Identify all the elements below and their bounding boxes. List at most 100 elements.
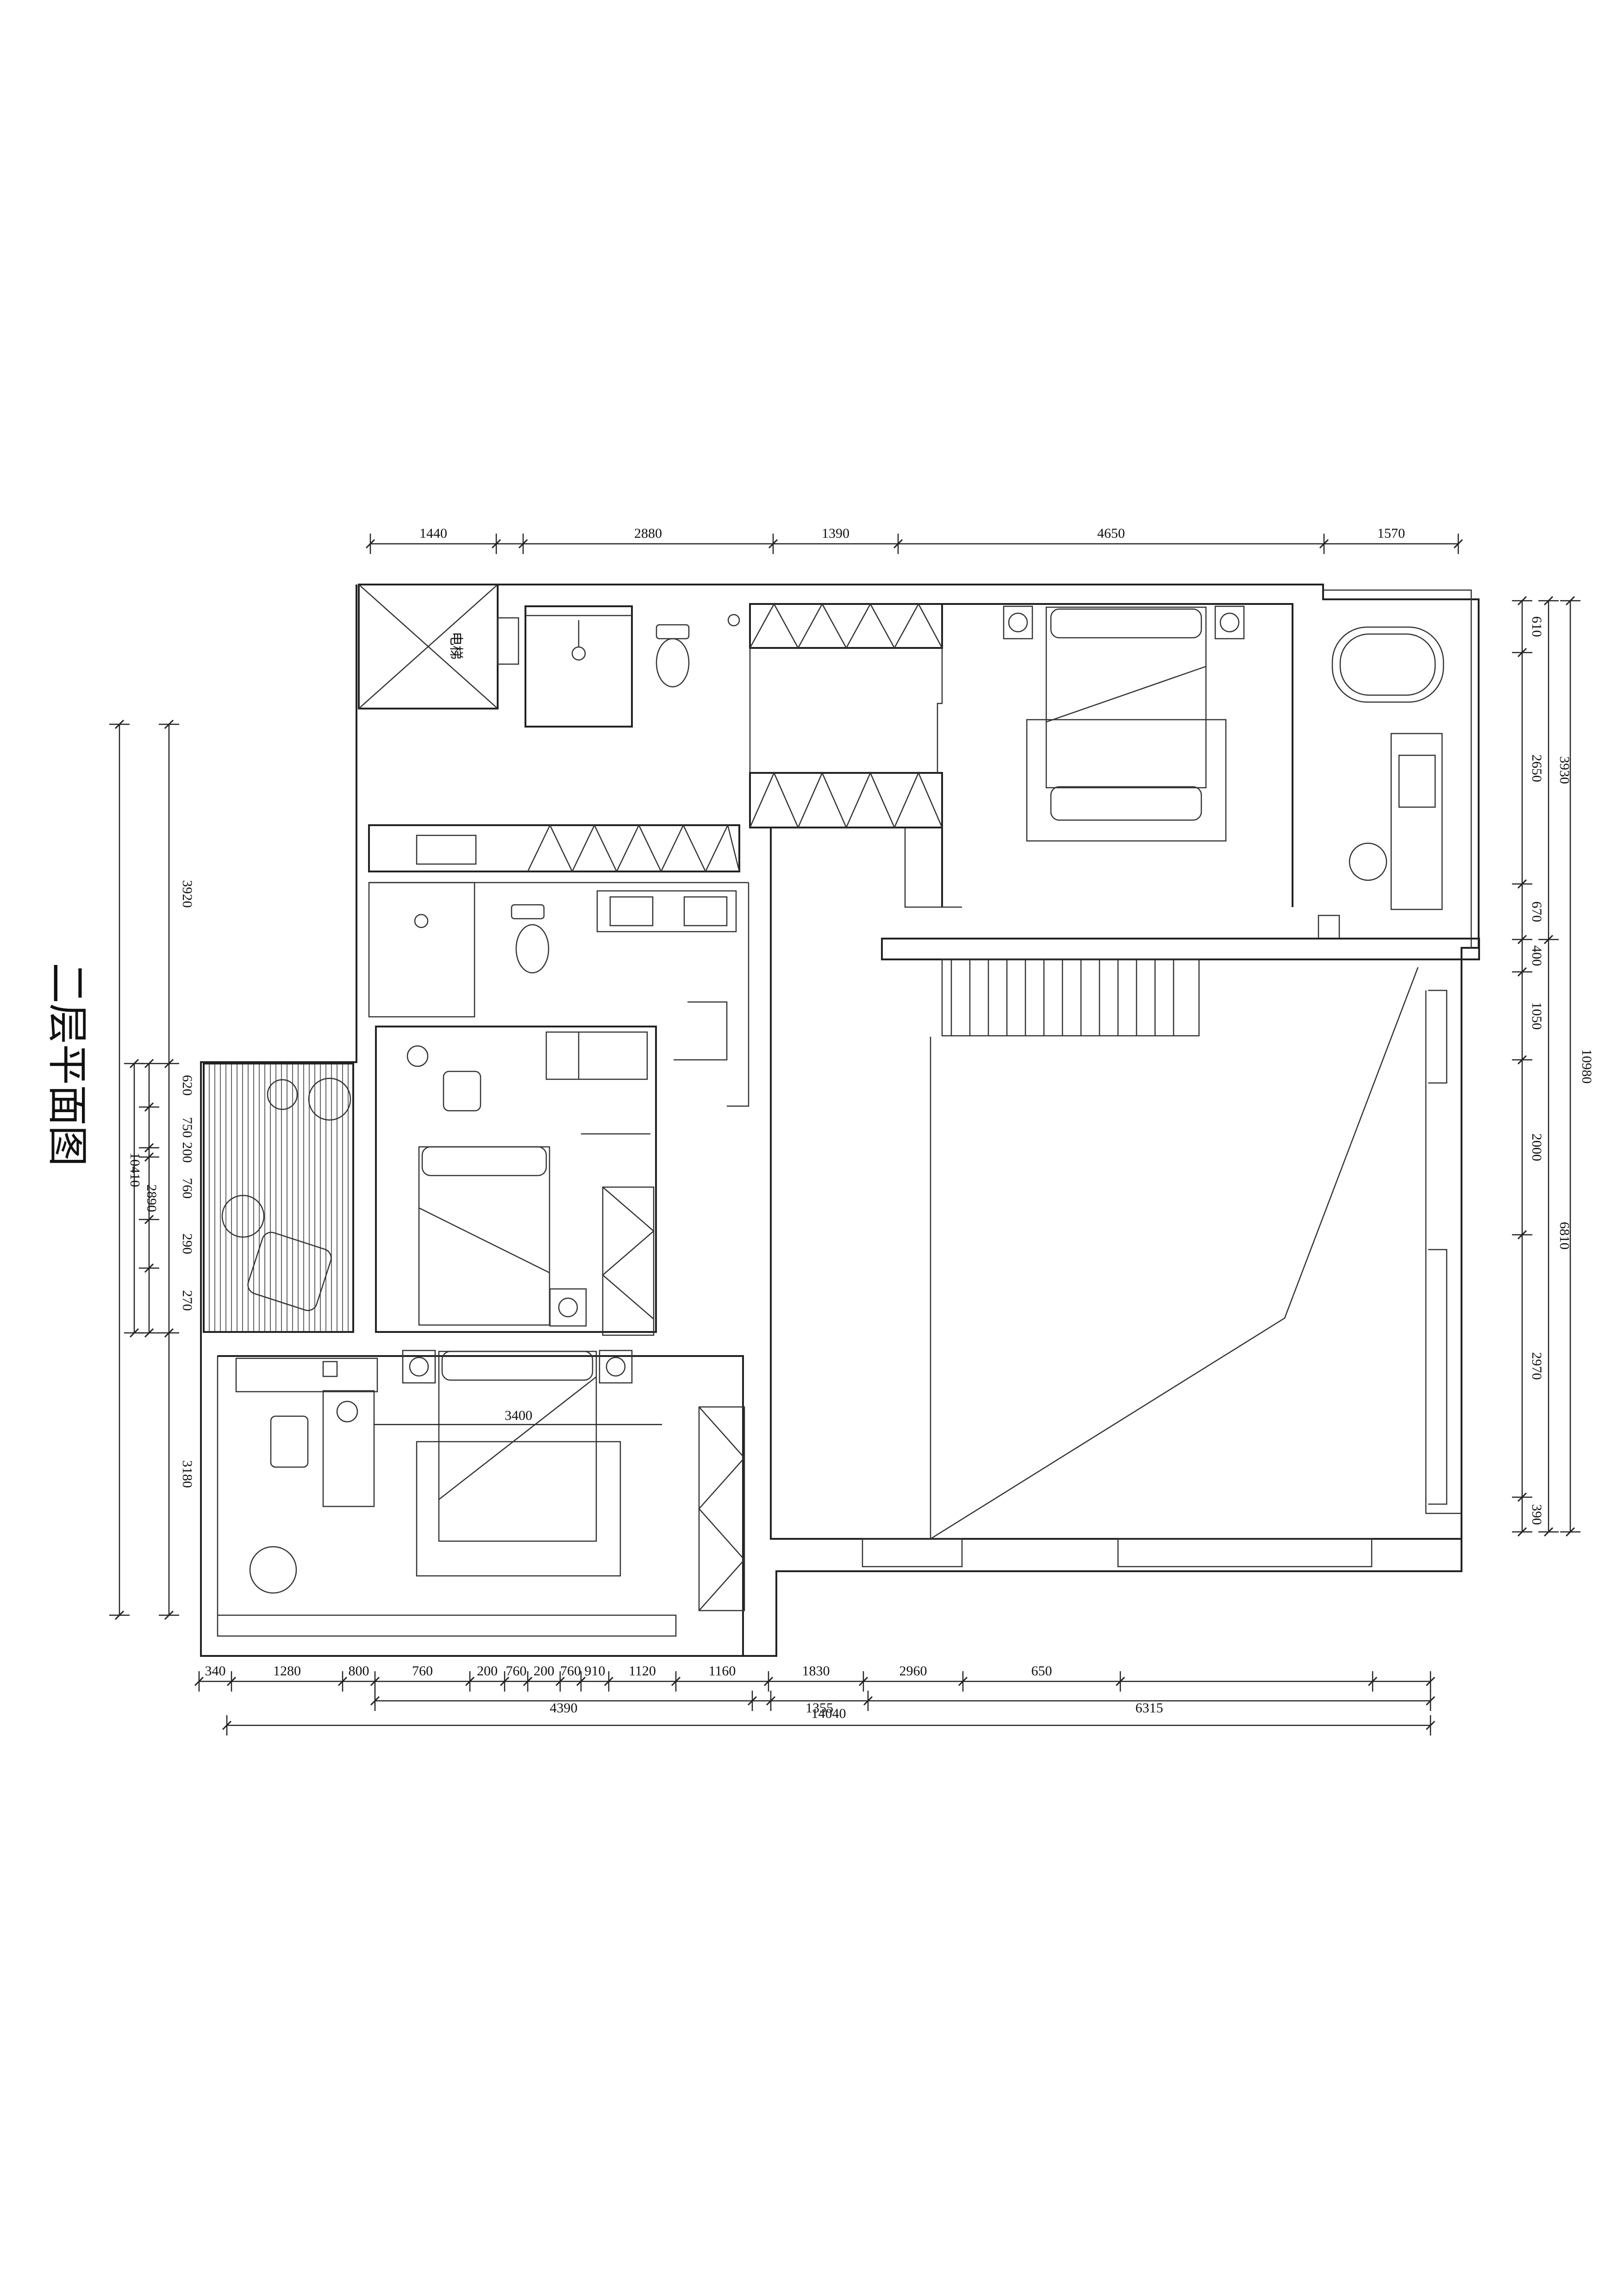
balcony-plant-1-icon xyxy=(267,1079,298,1110)
dim-label: 10410 xyxy=(127,1152,143,1187)
dim-tick xyxy=(576,1676,586,1686)
dim-tick xyxy=(370,1676,380,1686)
wardrobe-mid-box xyxy=(749,772,943,828)
dim-tick xyxy=(1319,539,1329,549)
outer-walls xyxy=(200,584,1480,1657)
bedroom-left-2-bed-fold xyxy=(438,1376,597,1500)
dim-tick xyxy=(164,1610,174,1620)
mid-bath-wall-right xyxy=(727,883,750,1107)
elevator-shaft: 电梯 xyxy=(358,584,519,709)
outer-wall-main xyxy=(200,584,1480,1657)
bedroom-left-2-window-sill xyxy=(217,1614,677,1637)
dim-label: 760 xyxy=(560,1663,581,1679)
dim-label: 910 xyxy=(585,1663,606,1679)
mid-sink-left-icon xyxy=(609,896,654,927)
balcony-lounge-chair-icon xyxy=(247,1232,332,1311)
dim-tick xyxy=(144,1152,154,1162)
bedroom-left-1-floor-lamp-icon xyxy=(406,1045,429,1067)
dim-label: 1570 xyxy=(1377,526,1405,541)
dim-tick xyxy=(1368,1676,1378,1686)
dim-label: 290 xyxy=(180,1233,195,1254)
balcony-plant-2-icon xyxy=(308,1077,351,1121)
dim-label: 610 xyxy=(1529,616,1544,637)
dim-label: 6810 xyxy=(1557,1222,1572,1250)
window-right-2 xyxy=(1428,1249,1448,1505)
middle-bathroom xyxy=(368,823,750,1107)
dim-label: 760 xyxy=(180,1178,195,1199)
dim-label: 750 xyxy=(180,1117,195,1138)
dim-label: 1440 xyxy=(419,526,447,541)
bedroom-left-2-plant-icon xyxy=(249,1546,297,1594)
dim-tick xyxy=(863,1696,873,1706)
dim-label: 200 xyxy=(534,1663,555,1679)
master-bedroom-wall-right xyxy=(942,603,1293,907)
dim-label: 1280 xyxy=(273,1663,301,1679)
dim-label: 1050 xyxy=(1529,1002,1544,1030)
mid-sink-icon xyxy=(416,834,477,865)
dim-tick xyxy=(226,1676,237,1686)
master-rug xyxy=(1026,719,1227,842)
master-door-swing xyxy=(904,828,962,908)
dim-tick xyxy=(1517,1230,1527,1240)
master-bed-pillows xyxy=(1050,608,1202,639)
dim-tick xyxy=(1543,934,1554,945)
top-corridor-light-icon xyxy=(727,614,740,627)
window-bottom-2 xyxy=(1117,1538,1373,1568)
wardrobe-top-box xyxy=(749,603,943,649)
top-bathroom xyxy=(525,605,690,728)
dim-tick xyxy=(523,1676,533,1686)
dim-label: 650 xyxy=(1031,1663,1052,1679)
dim-tick xyxy=(1425,1720,1436,1730)
dim-tick xyxy=(763,1676,774,1686)
dim-label: 760 xyxy=(506,1663,527,1679)
dim-label: 4390 xyxy=(550,1700,578,1716)
dim-label: 14040 xyxy=(812,1706,846,1721)
toilet-tank-top xyxy=(656,624,690,640)
dim-tick xyxy=(1517,1055,1527,1065)
bedroom-left-1-cabinet xyxy=(545,1031,648,1080)
mid-wardrobe-box xyxy=(368,824,740,872)
dim-label: 2890 xyxy=(144,1184,159,1212)
dim-tick xyxy=(1517,1527,1527,1537)
dim-tick xyxy=(1517,647,1527,658)
dim-tick xyxy=(1543,1527,1554,1537)
dim-label: 2880 xyxy=(634,526,662,541)
bedroom-left-1-lamp-icon xyxy=(558,1297,578,1318)
bedroom-left-1-walls xyxy=(375,1026,657,1333)
dim-tick xyxy=(893,539,903,549)
bedroom-left-2-shelf-box xyxy=(322,1361,338,1377)
bedroom-left-2-inner-dim: 3400 xyxy=(505,1408,532,1423)
dim-label: 1830 xyxy=(802,1663,830,1679)
bedroom-left-2-desk xyxy=(322,1390,375,1507)
dim-label: 390 xyxy=(1529,1504,1544,1525)
bedroom-left-1-nightstand xyxy=(549,1288,587,1327)
bedroom-left-1-bed-icon xyxy=(418,1146,550,1326)
stair-steps-box xyxy=(941,958,1200,1037)
bedroom-left-2-chair-icon xyxy=(270,1415,309,1468)
dim-label: 670 xyxy=(1529,902,1544,922)
dim-label: 10980 xyxy=(1579,1049,1594,1084)
dim-label: 760 xyxy=(412,1663,433,1679)
dim-tick xyxy=(518,539,528,549)
bedroom-left-2-walls xyxy=(218,1355,744,1656)
master-lamp-left-icon xyxy=(1008,612,1028,633)
master-ensuite xyxy=(1318,626,1444,940)
master-lamp-right-icon xyxy=(1219,612,1240,633)
mid-toilet-icon xyxy=(515,924,550,974)
master-nightstand-right xyxy=(1214,605,1245,640)
ensuite-sink-icon xyxy=(1398,754,1436,808)
dim-tick xyxy=(858,1676,868,1686)
ensuite-floor-drain-icon xyxy=(1318,915,1340,940)
shower-drain-icon xyxy=(571,646,586,661)
master-nightstand-left xyxy=(1003,605,1033,640)
bedroom-left-2: 3400 xyxy=(217,1350,745,1656)
dim-label: 1120 xyxy=(629,1663,656,1679)
elevator-label: 电梯 xyxy=(448,632,464,660)
dim-label: 3180 xyxy=(180,1460,195,1488)
dim-tick xyxy=(1565,596,1575,606)
bathtub-icon xyxy=(1331,626,1444,703)
dim-tick xyxy=(144,1328,154,1338)
dim-tick xyxy=(604,1676,614,1686)
bedroom-left-2-desk-lamp-icon xyxy=(336,1400,358,1423)
